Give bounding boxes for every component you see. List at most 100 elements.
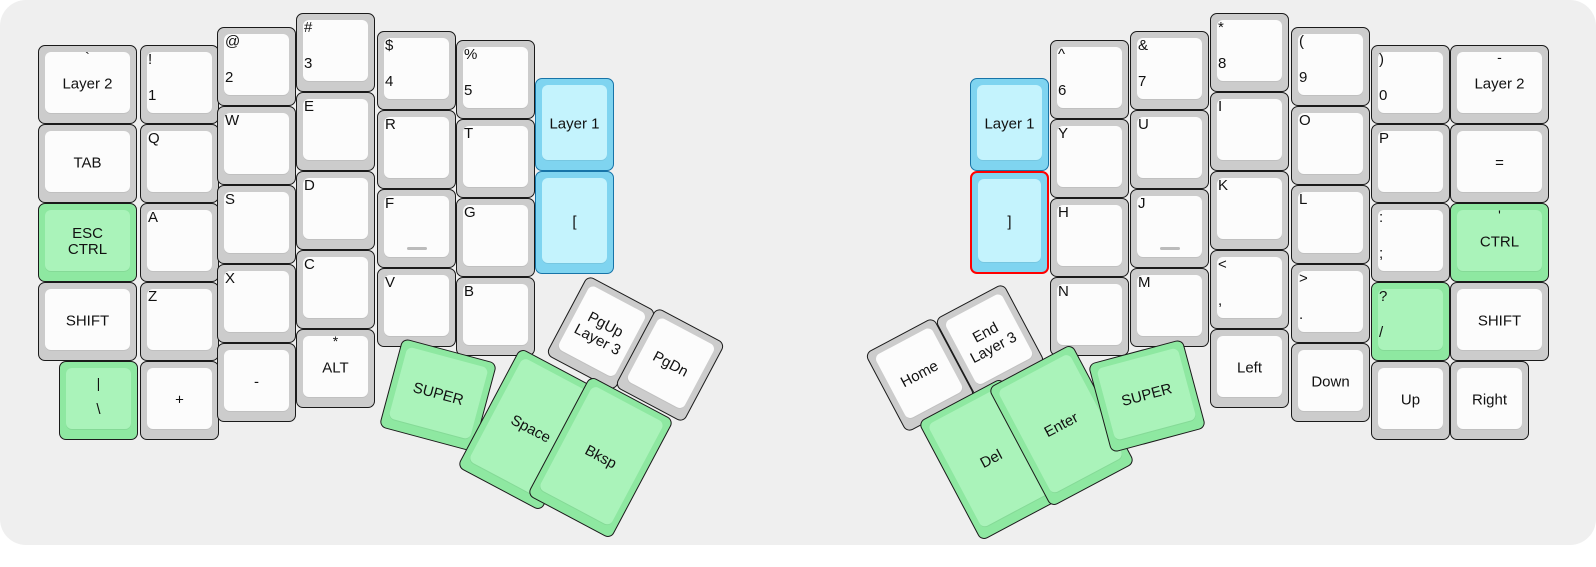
key-r-l[interactable]: L (1291, 185, 1370, 264)
key-cap (45, 52, 130, 113)
key-r-0[interactable]: )0 (1371, 45, 1450, 124)
key-l-a[interactable]: A (140, 203, 219, 282)
key-cap (1457, 52, 1542, 113)
key-cap (303, 257, 368, 318)
key-cap (1378, 368, 1443, 429)
key-l-grave-layer2[interactable]: `Layer 2 (38, 45, 137, 124)
key-l-5[interactable]: %5 (456, 40, 535, 119)
key-r-right[interactable]: Right (1450, 361, 1529, 440)
key-r-layer1[interactable]: Layer 1 (970, 78, 1049, 171)
key-r-j[interactable]: J (1130, 189, 1209, 268)
key-cap (1457, 210, 1542, 271)
key-l-plus[interactable]: + (140, 361, 219, 440)
key-l-pipe-bslash[interactable]: |\ (59, 361, 138, 440)
homing-bar-icon (1159, 247, 1180, 250)
key-r-colon-semi[interactable]: :; (1371, 203, 1450, 282)
key-cap (1298, 271, 1363, 332)
key-cap (1057, 126, 1122, 187)
key-r-p[interactable]: P (1371, 124, 1450, 203)
key-cap (1137, 275, 1202, 336)
key-l-z[interactable]: Z (140, 282, 219, 361)
key-l-b[interactable]: B (456, 277, 535, 356)
key-l-layer1[interactable]: Layer 1 (535, 78, 614, 171)
key-cap (1378, 210, 1443, 271)
key-cap (463, 205, 528, 266)
key-l-2[interactable]: @2 (217, 27, 296, 106)
key-l-w[interactable]: W (217, 106, 296, 185)
key-l-r[interactable]: R (377, 110, 456, 189)
key-r-left[interactable]: Left (1210, 329, 1289, 408)
key-l-e[interactable]: E (296, 92, 375, 171)
key-cap (977, 85, 1042, 160)
key-l-g[interactable]: G (456, 198, 535, 277)
key-cap (1137, 38, 1202, 99)
key-r-comma[interactable]: <, (1210, 250, 1289, 329)
key-l-tab[interactable]: TAB (38, 124, 137, 203)
key-r-period[interactable]: >. (1291, 264, 1370, 343)
key-r-up[interactable]: Up (1371, 361, 1450, 440)
key-cap (45, 131, 130, 192)
key-cap (978, 179, 1041, 262)
key-cap (224, 34, 289, 95)
key-l-4[interactable]: $4 (377, 31, 456, 110)
key-cap (463, 47, 528, 108)
key-cap (1298, 34, 1363, 95)
key-l-c[interactable]: C (296, 250, 375, 329)
key-cap (45, 210, 130, 271)
key-cap (303, 178, 368, 239)
key-cap (1217, 20, 1282, 81)
key-l-esc-ctrl[interactable]: ESC CTRL (38, 203, 137, 282)
key-r-shift[interactable]: SHIFT (1450, 282, 1549, 361)
key-l-shift[interactable]: SHIFT (38, 282, 137, 361)
key-r-rbracket[interactable]: ] (970, 171, 1049, 274)
key-cap (1298, 192, 1363, 253)
key-r-6[interactable]: ^6 (1050, 40, 1129, 119)
homing-bar-icon (406, 247, 427, 250)
key-cap (1217, 336, 1282, 397)
key-l-s[interactable]: S (217, 185, 296, 264)
key-cap (384, 38, 449, 99)
key-r-8[interactable]: *8 (1210, 13, 1289, 92)
key-l-minus[interactable]: - (217, 343, 296, 422)
key-r-n[interactable]: N (1050, 277, 1129, 356)
key-cap (463, 284, 528, 345)
key-l-star-alt[interactable]: *ALT (296, 329, 375, 408)
key-r-h[interactable]: H (1050, 198, 1129, 277)
key-r-o[interactable]: O (1291, 106, 1370, 185)
key-l-q[interactable]: Q (140, 124, 219, 203)
key-cap (66, 368, 131, 429)
key-r-9[interactable]: (9 (1291, 27, 1370, 106)
key-l-f[interactable]: F (377, 189, 456, 268)
key-cap (1298, 113, 1363, 174)
key-r-k[interactable]: K (1210, 171, 1289, 250)
key-r-u[interactable]: U (1130, 110, 1209, 189)
key-r-minus-layer2[interactable]: -Layer 2 (1450, 45, 1549, 124)
key-cap (1057, 205, 1122, 266)
key-l-x[interactable]: X (217, 264, 296, 343)
key-r-quote-ctrl[interactable]: 'CTRL (1450, 203, 1549, 282)
key-cap (303, 99, 368, 160)
key-cap (224, 350, 289, 411)
key-cap (1298, 350, 1363, 411)
key-cap (463, 126, 528, 187)
key-l-v[interactable]: V (377, 268, 456, 347)
key-cap (384, 117, 449, 178)
key-cap (1457, 368, 1522, 429)
key-cap (384, 196, 449, 257)
key-l-1[interactable]: !1 (140, 45, 219, 124)
key-cap (542, 85, 607, 160)
key-l-t[interactable]: T (456, 119, 535, 198)
key-r-m[interactable]: M (1130, 268, 1209, 347)
key-r-down[interactable]: Down (1291, 343, 1370, 422)
key-cap (1137, 196, 1202, 257)
key-l-3[interactable]: #3 (296, 13, 375, 92)
key-r-y[interactable]: Y (1050, 119, 1129, 198)
key-r-7[interactable]: &7 (1130, 31, 1209, 110)
key-l-d[interactable]: D (296, 171, 375, 250)
key-r-equal[interactable]: = (1450, 124, 1549, 203)
key-cap (388, 346, 489, 440)
key-l-lbracket[interactable]: [ (535, 171, 614, 274)
key-r-slash[interactable]: ?/ (1371, 282, 1450, 361)
key-r-i[interactable]: I (1210, 92, 1289, 171)
